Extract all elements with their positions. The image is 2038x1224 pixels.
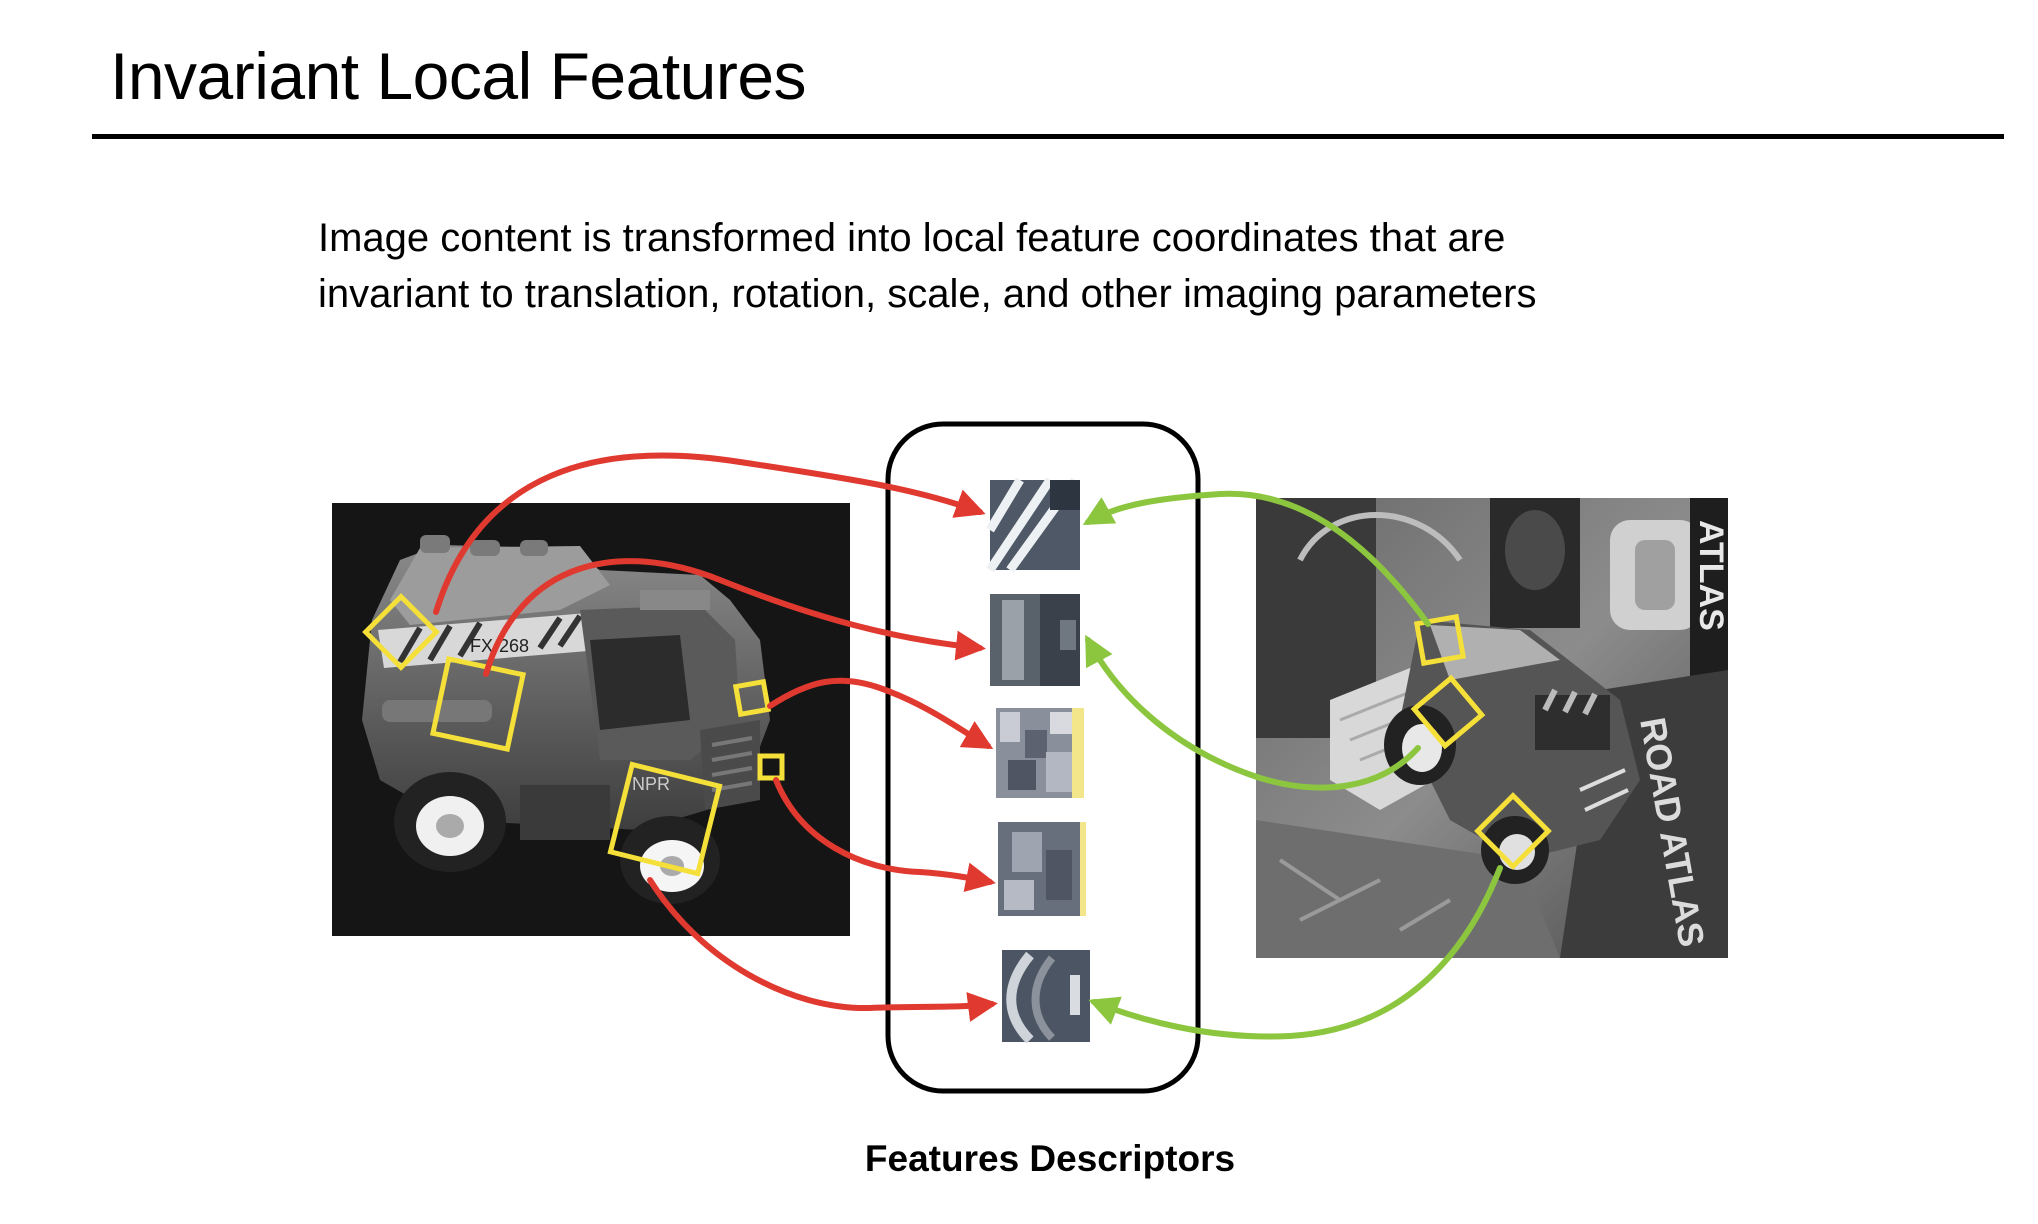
descriptors-caption: Features Descriptors (864, 1138, 1236, 1179)
green-arrow-1 (1082, 490, 1431, 627)
right-feature-box-1 (1413, 613, 1467, 667)
left-feature-box-5 (757, 753, 785, 781)
red-arrow-5 (647, 877, 998, 1022)
subtitle-line-2: invariant to translation, rotation, scal… (318, 272, 1537, 316)
subtitle-line-1: Image content is transformed into local … (318, 216, 1506, 260)
descriptor-patch-4 (998, 822, 1086, 916)
right-feature-box-2 (1410, 674, 1486, 750)
left-feature-box-3 (607, 761, 723, 877)
left-image: FX-268 NPR (332, 503, 850, 936)
green-arrow-3 (1088, 865, 1503, 1040)
slide-title: Invariant Local Features (110, 39, 807, 113)
right-feature-box-3 (1474, 792, 1552, 870)
red-arrow-2 (483, 558, 986, 677)
descriptor-patch-2 (990, 594, 1080, 686)
red-arrow-4 (773, 777, 996, 893)
right-atlas-spine: ATLAS (1692, 520, 1730, 631)
title-divider (92, 134, 2004, 139)
left-feature-box-1 (362, 593, 440, 671)
descriptor-container (885, 421, 1201, 1094)
left-truck-label-2: NPR (632, 774, 670, 794)
descriptor-patch-1 (986, 477, 1080, 573)
descriptor-patch-5 (1002, 950, 1090, 1044)
left-feature-box-4 (732, 678, 772, 718)
green-arrow-2 (1085, 634, 1421, 791)
subtitle: Image content is transformed into local … (318, 210, 1536, 322)
red-arrow-3 (767, 677, 994, 749)
descriptor-patch-3 (996, 708, 1084, 798)
red-arrow-1 (433, 452, 986, 615)
